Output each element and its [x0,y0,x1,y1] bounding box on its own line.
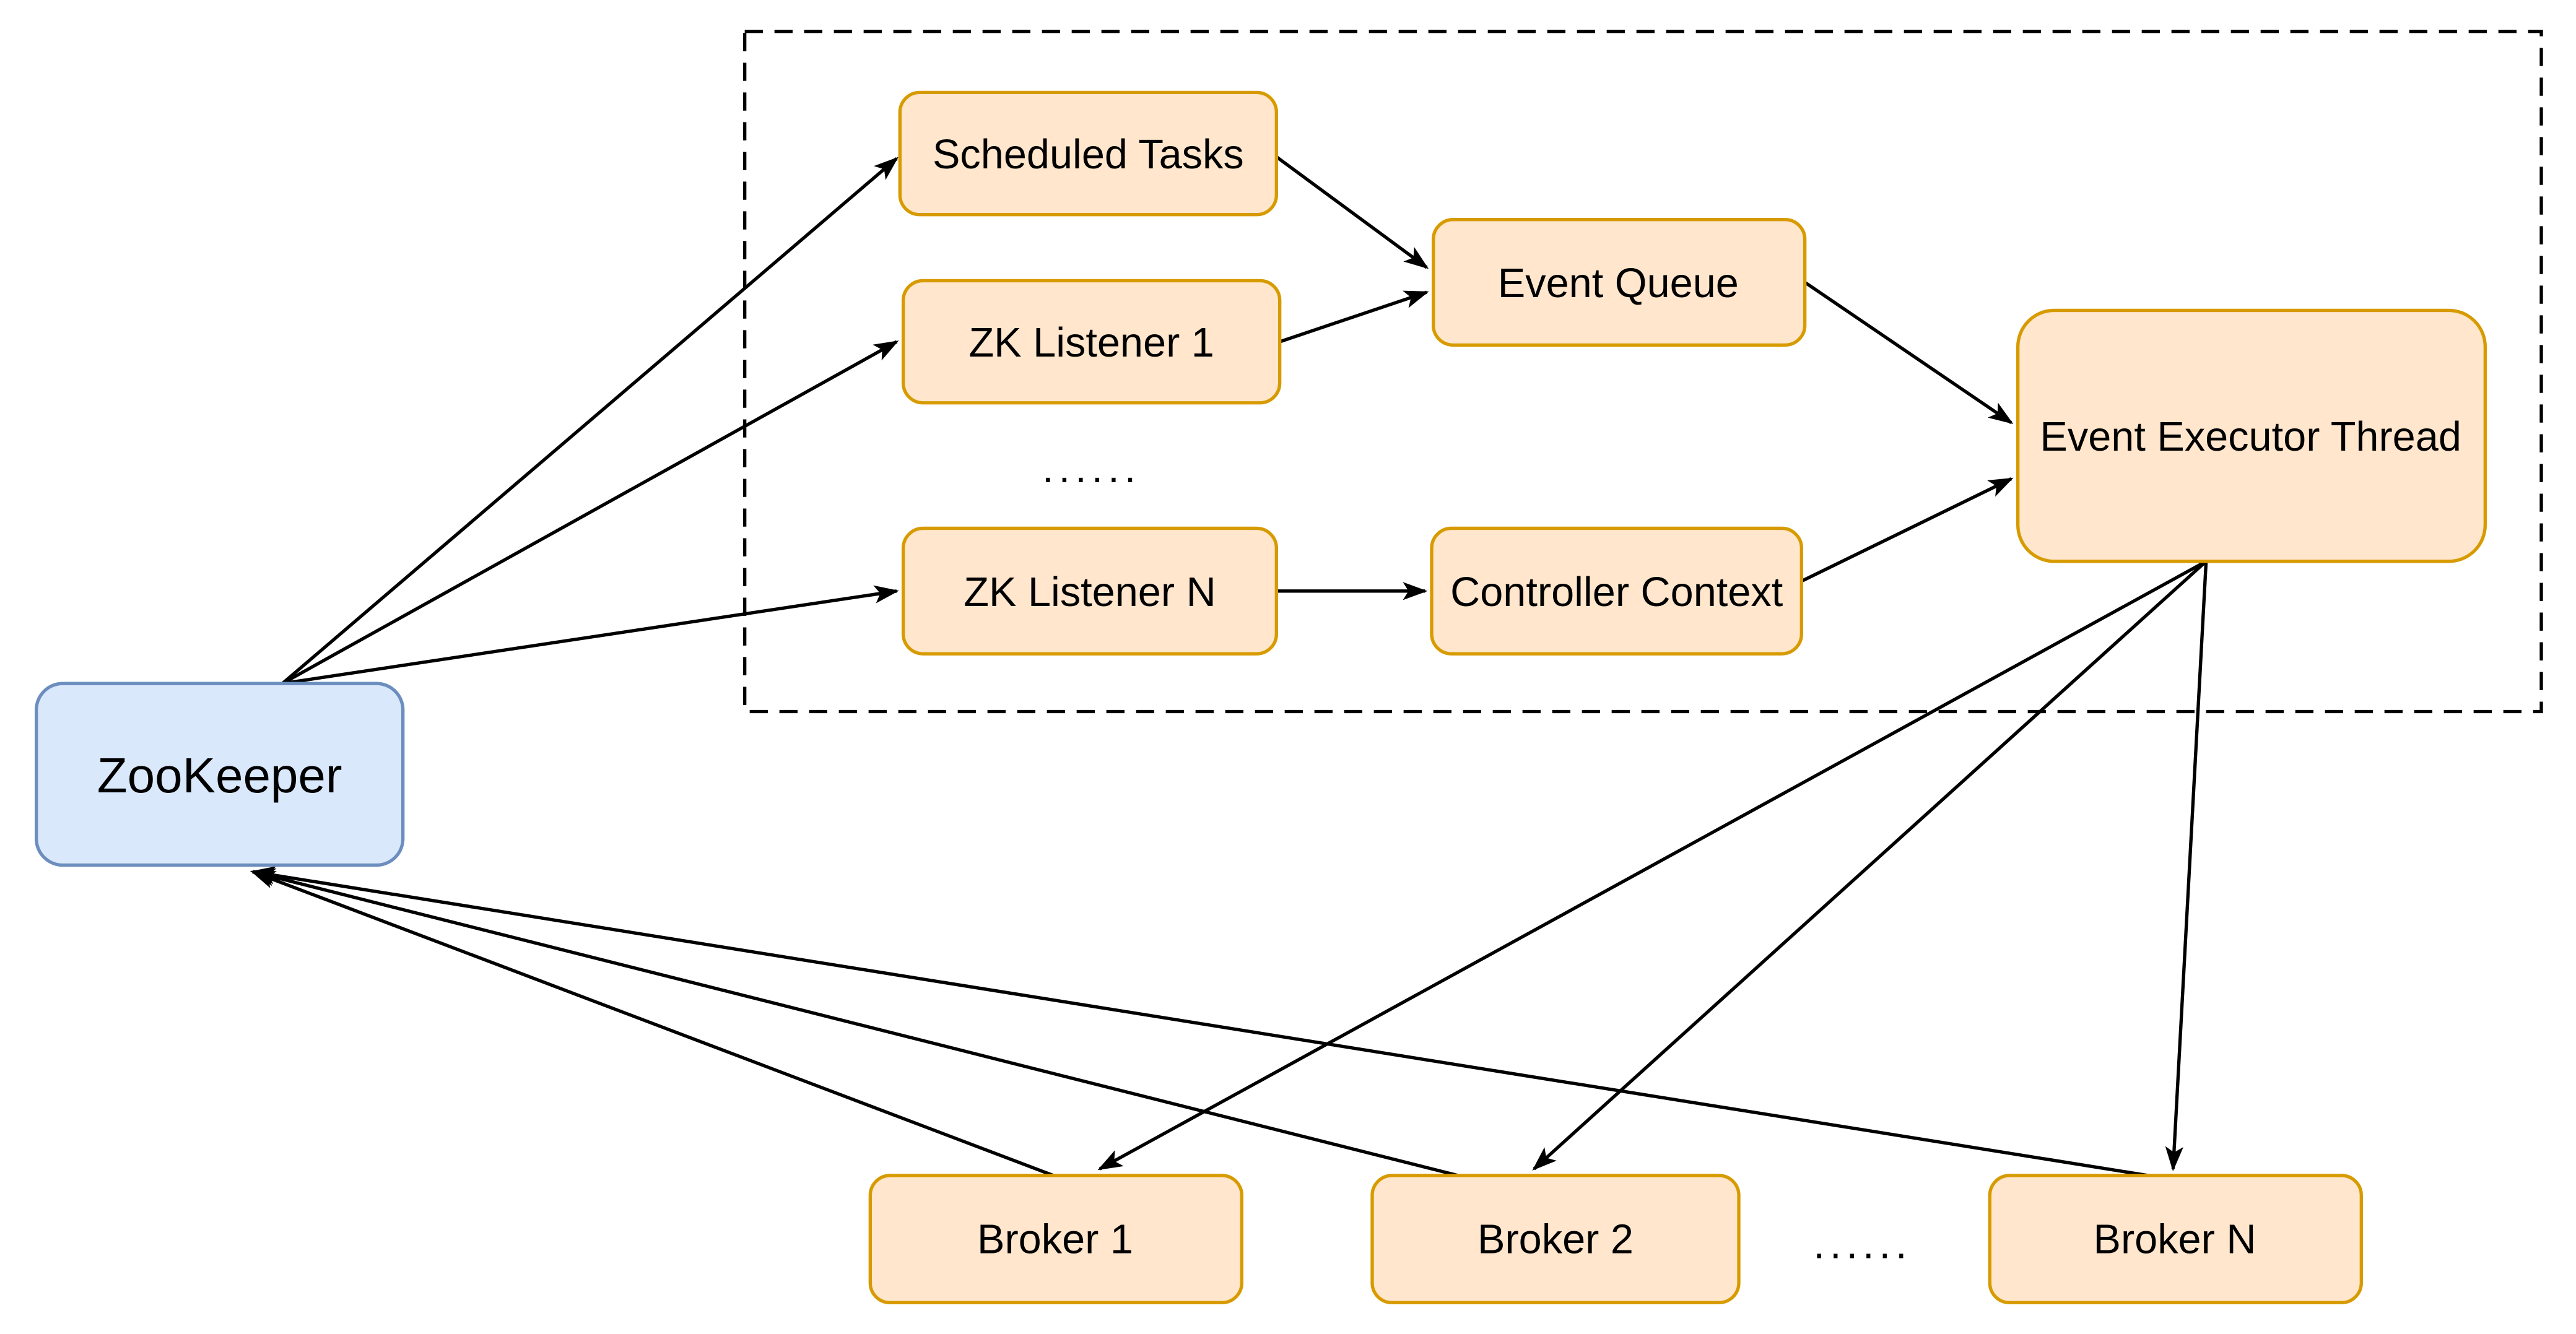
edge-zookeeper-to-zk-listener-1 [281,340,899,685]
node-controller-context: Controller Context [1430,526,1803,656]
edge-event-executor-thread-to-broker-n [2165,561,2208,1172]
controller-group-border [742,30,2543,714]
node-zookeeper: ZooKeeper [34,682,405,867]
node-scheduled-tasks: Scheduled Tasks [898,90,1278,217]
node-event-executor-thread-box [2016,308,2487,563]
node-event-queue: Event Queue [1432,218,1807,347]
listeners-ellipsis: ...... [1042,446,1141,492]
node-zk-listener-n-box [902,526,1278,656]
node-scheduled-tasks-box [898,90,1278,217]
brokers-ellipsis: ...... [1813,1221,1912,1267]
edge-event-executor-thread-to-broker-1 [1097,560,2207,1171]
edge-event-executor-thread-to-broker-2 [1532,560,2208,1171]
node-broker-2-box [1370,1174,1741,1304]
node-broker-2-label: Broker 2 [1477,1216,1634,1262]
node-zk-listener-1: ZK Listener 1 [901,279,1282,405]
node-broker-n-label: Broker N [2094,1216,2256,1262]
node-scheduled-tasks-label: Scheduled Tasks [933,132,1244,178]
edge-zk-listener-1-to-event-queue [1279,290,1429,344]
node-zookeeper-box [34,682,405,867]
node-controller-context-label: Controller Context [1450,570,1783,615]
edge-controller-context-to-event-executor-thread [1801,477,2014,583]
edge-broker-2-to-zookeeper [250,868,1459,1177]
edge-event-queue-to-event-executor-thread [1804,280,2014,425]
node-zk-listener-n: ZK Listener N [902,526,1278,656]
node-zk-listener-1-label: ZK Listener 1 [968,320,1214,366]
node-event-queue-box [1432,218,1807,347]
node-broker-1-label: Broker 1 [977,1216,1133,1262]
node-event-executor-thread: Event Executor Thread [2016,308,2487,563]
node-event-queue-label: Event Queue [1498,261,1739,306]
edges-layer [250,155,2208,1177]
edge-zookeeper-to-scheduled-tasks [281,157,899,685]
node-broker-2: Broker 2 [1370,1174,1741,1304]
node-broker-n-box [1988,1174,2363,1304]
node-zk-listener-n-label: ZK Listener N [964,570,1216,615]
edge-zookeeper-to-zk-listener-n [282,585,899,685]
edge-broker-n-to-zookeeper [250,866,2149,1177]
node-event-executor-thread-label: Event Executor Thread [2040,414,2461,460]
node-broker-n: Broker N [1988,1174,2363,1304]
node-broker-1-box [868,1174,1243,1304]
edge-scheduled-tasks-to-event-queue [1275,155,1429,269]
node-broker-1: Broker 1 [868,1174,1243,1304]
node-zookeeper-label: ZooKeeper [97,748,342,803]
node-zk-listener-1-box [901,279,1282,405]
node-controller-context-box [1430,526,1803,656]
edge-broker-1-to-zookeeper [250,870,1055,1177]
